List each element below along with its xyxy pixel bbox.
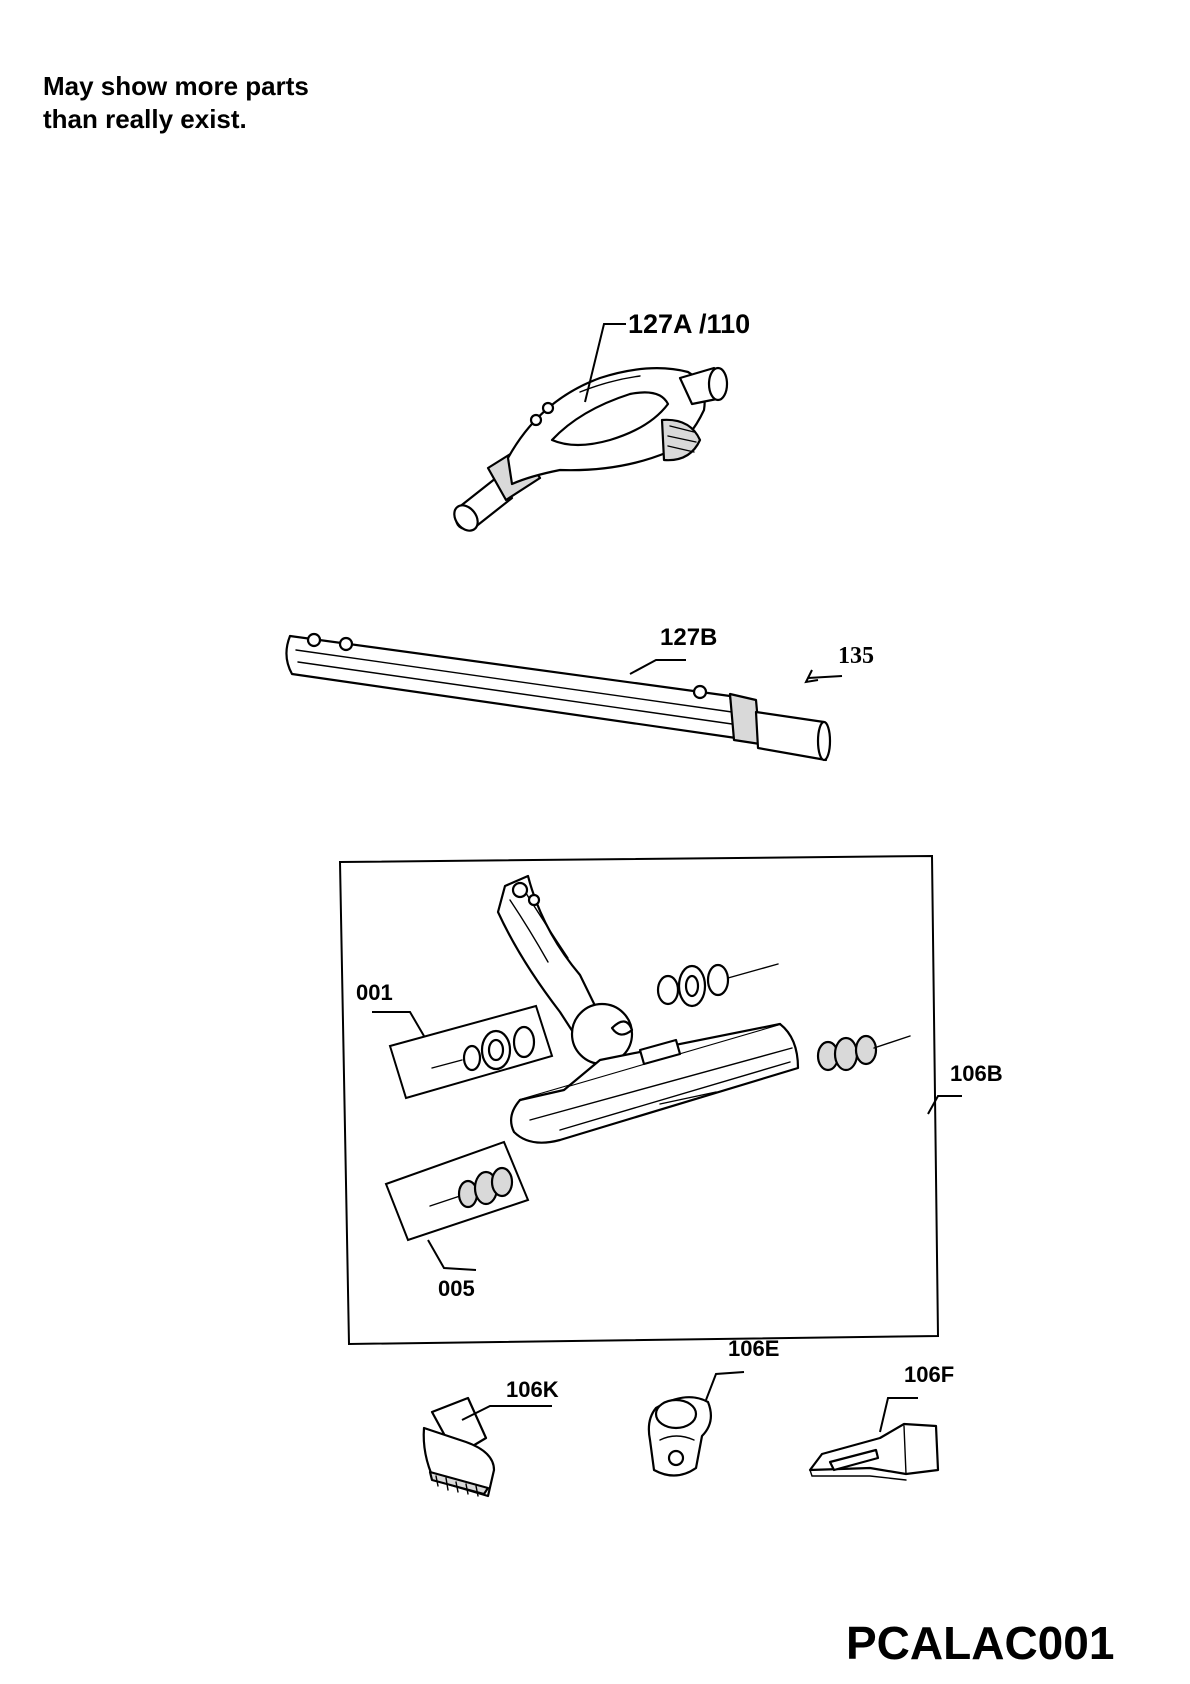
wheel-hardware-right[interactable] — [816, 1034, 911, 1072]
hose-handle-part[interactable] — [450, 366, 729, 535]
leader-001 — [372, 1011, 425, 1037]
leader-106F — [879, 1397, 918, 1433]
disclaimer-line-2: than really exist. — [43, 104, 247, 134]
leader-005 — [427, 1239, 477, 1271]
wand-part[interactable] — [285, 632, 832, 762]
hardware-kit-005[interactable] — [384, 1140, 530, 1242]
disclaimer-line-1: May show more parts — [43, 71, 309, 101]
leader-106E — [705, 1371, 745, 1401]
leader-127A — [584, 323, 626, 403]
crevice-tool-part[interactable] — [808, 1422, 940, 1481]
label-127A-110: 127A /110 — [628, 309, 750, 339]
dusting-brush-part[interactable] — [422, 1396, 496, 1498]
leader-127B — [629, 659, 686, 675]
label-135: 135 — [838, 643, 874, 669]
label-005: 005 — [438, 1276, 475, 1301]
label-106F: 106F — [904, 1362, 954, 1387]
power-nozzle-part[interactable] — [496, 874, 800, 1144]
leader-135 — [807, 675, 843, 679]
power-nozzle-frame — [338, 854, 940, 1346]
wheel-hardware-top[interactable] — [656, 963, 779, 1008]
disclaimer-note: May show more parts than really exist. — [43, 70, 309, 136]
hardware-kit-001[interactable] — [388, 1004, 554, 1100]
label-106E: 106E — [728, 1336, 779, 1361]
leader-106B — [927, 1095, 962, 1115]
label-106B: 106B — [950, 1061, 1003, 1086]
label-106K: 106K — [506, 1377, 559, 1402]
label-127B: 127B — [660, 624, 717, 651]
upholstery-tool-part[interactable] — [647, 1396, 713, 1477]
diagram-code: PCALAC001 — [846, 1617, 1115, 1669]
leader-106K — [461, 1405, 552, 1421]
label-001: 001 — [356, 980, 393, 1005]
